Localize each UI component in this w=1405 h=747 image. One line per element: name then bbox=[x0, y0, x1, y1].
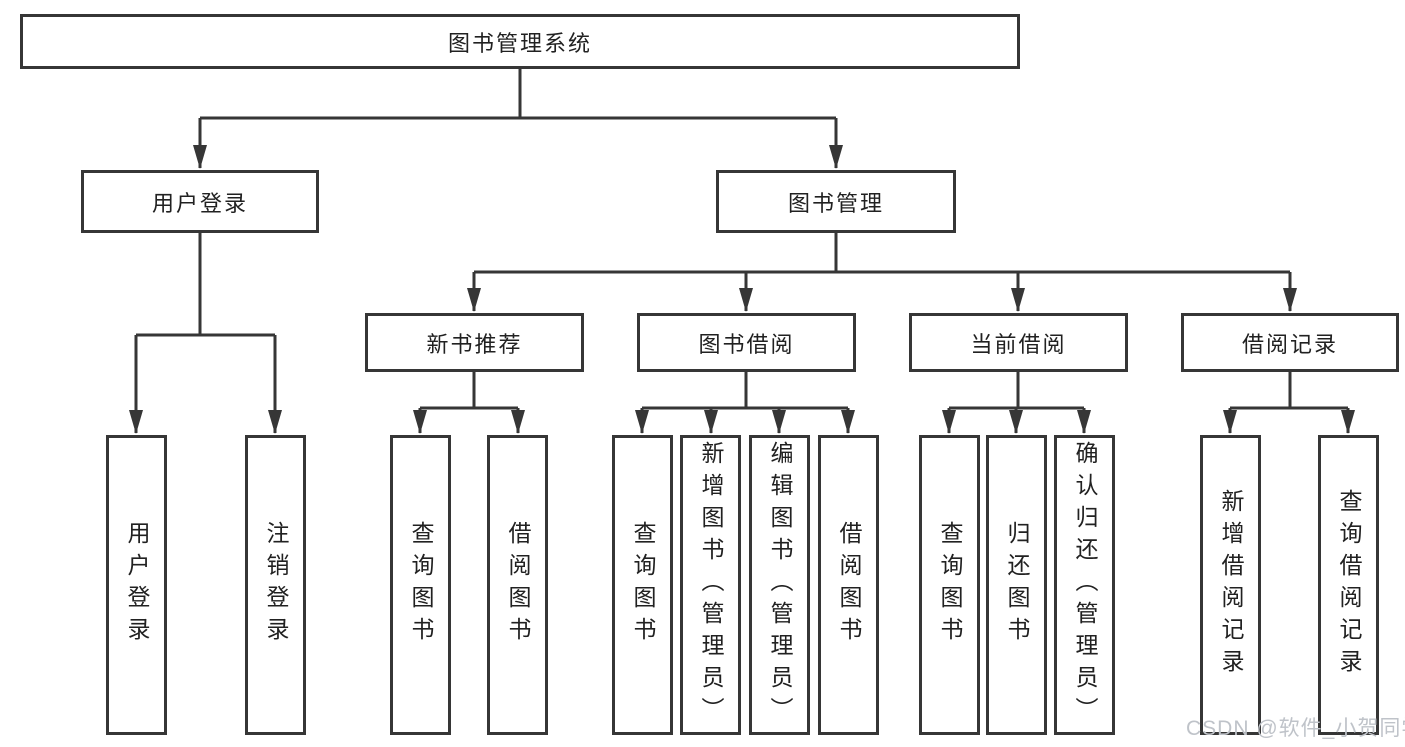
leaf-nbr-query-books: 查询图书 bbox=[390, 435, 451, 735]
tree-branch-lines bbox=[136, 69, 1348, 410]
node-book-borrow: 图书借阅 bbox=[637, 313, 856, 372]
leaf-br-add-record-label: 新增借阅记录 bbox=[1218, 489, 1244, 681]
leaf-logout-label: 注销登录 bbox=[263, 521, 289, 649]
node-new-book-rec: 新书推荐 bbox=[365, 313, 584, 372]
leaf-bb-query-books-label: 查询图书 bbox=[630, 521, 656, 649]
leaf-logout: 注销登录 bbox=[245, 435, 306, 735]
node-borrow-records: 借阅记录 bbox=[1181, 313, 1399, 372]
node-book-mgmt: 图书管理 bbox=[716, 170, 956, 233]
leaf-br-add-record: 新增借阅记录 bbox=[1200, 435, 1261, 735]
node-book-borrow-label: 图书借阅 bbox=[698, 331, 795, 357]
leaf-br-query-record-label: 查询借阅记录 bbox=[1336, 489, 1362, 681]
leaf-cb-query-books: 查询图书 bbox=[919, 435, 980, 735]
leaf-bb-borrow-books-label: 借阅图书 bbox=[836, 521, 862, 649]
leaf-nbr-borrow-books-label: 借阅图书 bbox=[505, 521, 531, 649]
leaf-cb-confirm-return-label: 确认归还（管理员） bbox=[1072, 441, 1098, 729]
node-root: 图书管理系统 bbox=[20, 14, 1020, 69]
leaf-bb-query-books: 查询图书 bbox=[612, 435, 673, 735]
node-user-login-label: 用户登录 bbox=[151, 190, 248, 216]
leaf-user-login-label: 用户登录 bbox=[124, 521, 150, 649]
node-borrow-records-label: 借阅记录 bbox=[1241, 331, 1338, 357]
leaf-bb-edit-books-label: 编辑图书（管理员） bbox=[767, 441, 793, 729]
leaf-cb-confirm-return: 确认归还（管理员） bbox=[1054, 435, 1115, 735]
node-current-borrow: 当前借阅 bbox=[909, 313, 1128, 372]
leaf-cb-query-books-label: 查询图书 bbox=[937, 521, 963, 649]
leaf-nbr-borrow-books: 借阅图书 bbox=[487, 435, 548, 735]
node-book-mgmt-label: 图书管理 bbox=[787, 190, 884, 216]
node-user-login: 用户登录 bbox=[81, 170, 319, 233]
leaf-user-login: 用户登录 bbox=[106, 435, 167, 735]
csdn-watermark: CSDN @软件_小贺同学 bbox=[1186, 717, 1405, 740]
leaf-bb-borrow-books: 借阅图书 bbox=[818, 435, 879, 735]
leaf-cb-return-books-label: 归还图书 bbox=[1004, 521, 1030, 649]
node-current-borrow-label: 当前借阅 bbox=[970, 331, 1067, 357]
leaf-br-query-record: 查询借阅记录 bbox=[1318, 435, 1379, 735]
node-new-book-rec-label: 新书推荐 bbox=[426, 331, 523, 357]
node-root-label: 图书管理系统 bbox=[447, 30, 592, 56]
leaf-bb-add-books: 新增图书（管理员） bbox=[680, 435, 741, 735]
leaf-bb-edit-books: 编辑图书（管理员） bbox=[749, 435, 810, 735]
leaf-bb-add-books-label: 新增图书（管理员） bbox=[698, 441, 724, 729]
leaf-nbr-query-books-label: 查询图书 bbox=[408, 521, 434, 649]
leaf-cb-return-books: 归还图书 bbox=[986, 435, 1047, 735]
